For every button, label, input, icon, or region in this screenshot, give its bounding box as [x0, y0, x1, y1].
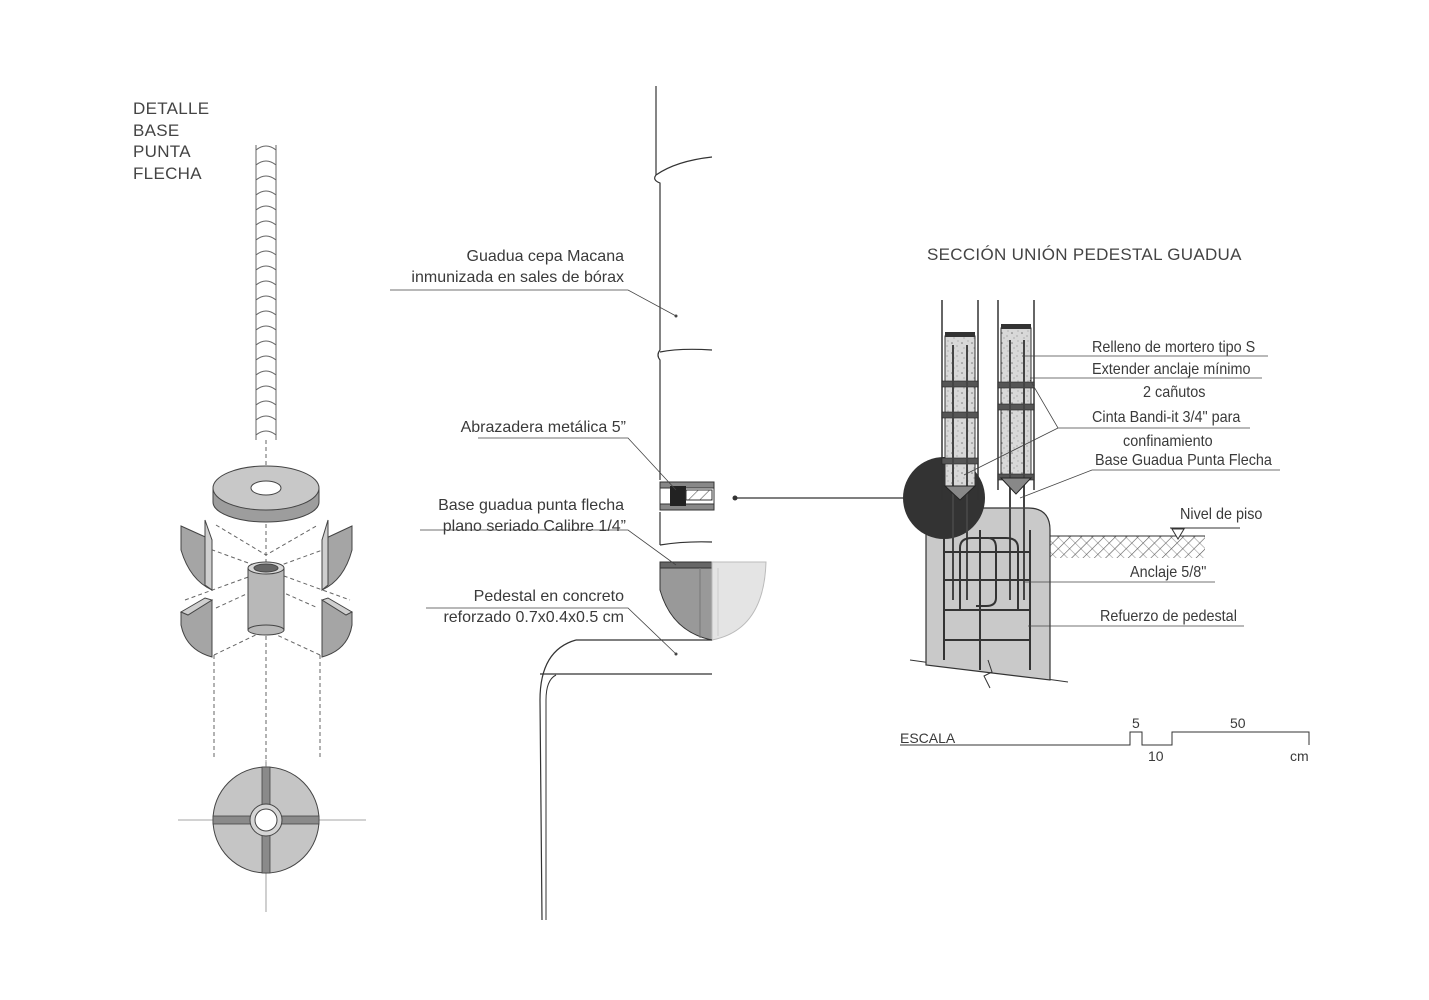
pedestal-rebar-cage [943, 530, 1031, 670]
bamboo-culm-right-section [997, 300, 1035, 490]
label-extender-line-1: Extender anclaje mínimo [1092, 361, 1251, 378]
arrow-fin-bottom-right [320, 597, 354, 658]
center-tube [247, 561, 285, 636]
detail-title: DETALLE BASE PUNTA FLECHA [133, 98, 209, 184]
elevation-leaders [390, 289, 677, 655]
label-cinta-line-2: confinamiento [1123, 433, 1213, 450]
label-nivel-piso: Nivel de piso [1180, 506, 1263, 523]
floor-level-symbol [1170, 527, 1240, 540]
base-plan-view [212, 766, 320, 874]
scale-label: ESCALA [900, 730, 956, 746]
label-guadua-line-2: inmunizada en sales de bórax [411, 269, 624, 286]
detail-title-line-3: PUNTA [133, 142, 191, 161]
detail-title-line-1: DETALLE [133, 99, 210, 118]
label-base-line-2: plano seriado Calibre 1/4” [442, 518, 626, 535]
arrow-fin-bottom-left [179, 597, 214, 658]
arrow-base-left [943, 485, 977, 501]
arrow-fin-top-left [180, 519, 213, 591]
label-cinta-line-1: Cinta Bandi-it 3/4" para [1092, 409, 1241, 426]
bamboo-culm-elevation [654, 86, 713, 546]
scale-bar [900, 731, 1310, 746]
label-guadua-line-1: Guadua cepa Macana [466, 248, 624, 265]
arrow-base-elevation [659, 561, 767, 641]
scale-tick-50: 50 [1230, 715, 1246, 731]
label-pedestal-line-2: reforzado 0.7x0.4x0.5 cm [443, 609, 624, 626]
scale-tick-5: 5 [1132, 715, 1140, 731]
washer-plate [212, 465, 320, 523]
label-refuerzo: Refuerzo de pedestal [1100, 608, 1237, 625]
pedestal-elevation [539, 639, 712, 921]
anchor-rebars [952, 340, 1025, 600]
metal-clamp [659, 481, 715, 511]
arrow-fin-top-right [321, 519, 353, 592]
label-relleno: Relleno de mortero tipo S [1092, 339, 1256, 356]
label-abrazadera: Abrazadera metálica 5” [460, 419, 626, 436]
section-leaders [963, 355, 1280, 627]
ground-hatch [1049, 535, 1205, 558]
rebar-rod-detail [255, 145, 277, 440]
label-anclaje: Anclaje 5/8" [1130, 564, 1207, 581]
arrow-base-right [999, 477, 1033, 495]
label-base-line-1: Base guadua punta flecha [438, 497, 624, 514]
label-pedestal-line-1: Pedestal en concreto [473, 588, 624, 605]
label-extender-line-2: 2 cañutos [1143, 384, 1206, 401]
detail-title-line-2: BASE [133, 120, 180, 140]
scale-tick-10: 10 [1148, 748, 1164, 764]
scale-unit: cm [1290, 748, 1309, 764]
section-title: SECCIÓN UNIÓN PEDESTAL GUADUA [927, 245, 1242, 264]
bamboo-culm-left-section [941, 300, 979, 500]
break-line [983, 659, 993, 689]
label-base-guadua: Base Guadua Punta Flecha [1095, 452, 1272, 469]
detail-title-line-4: FLECHA [133, 163, 202, 183]
